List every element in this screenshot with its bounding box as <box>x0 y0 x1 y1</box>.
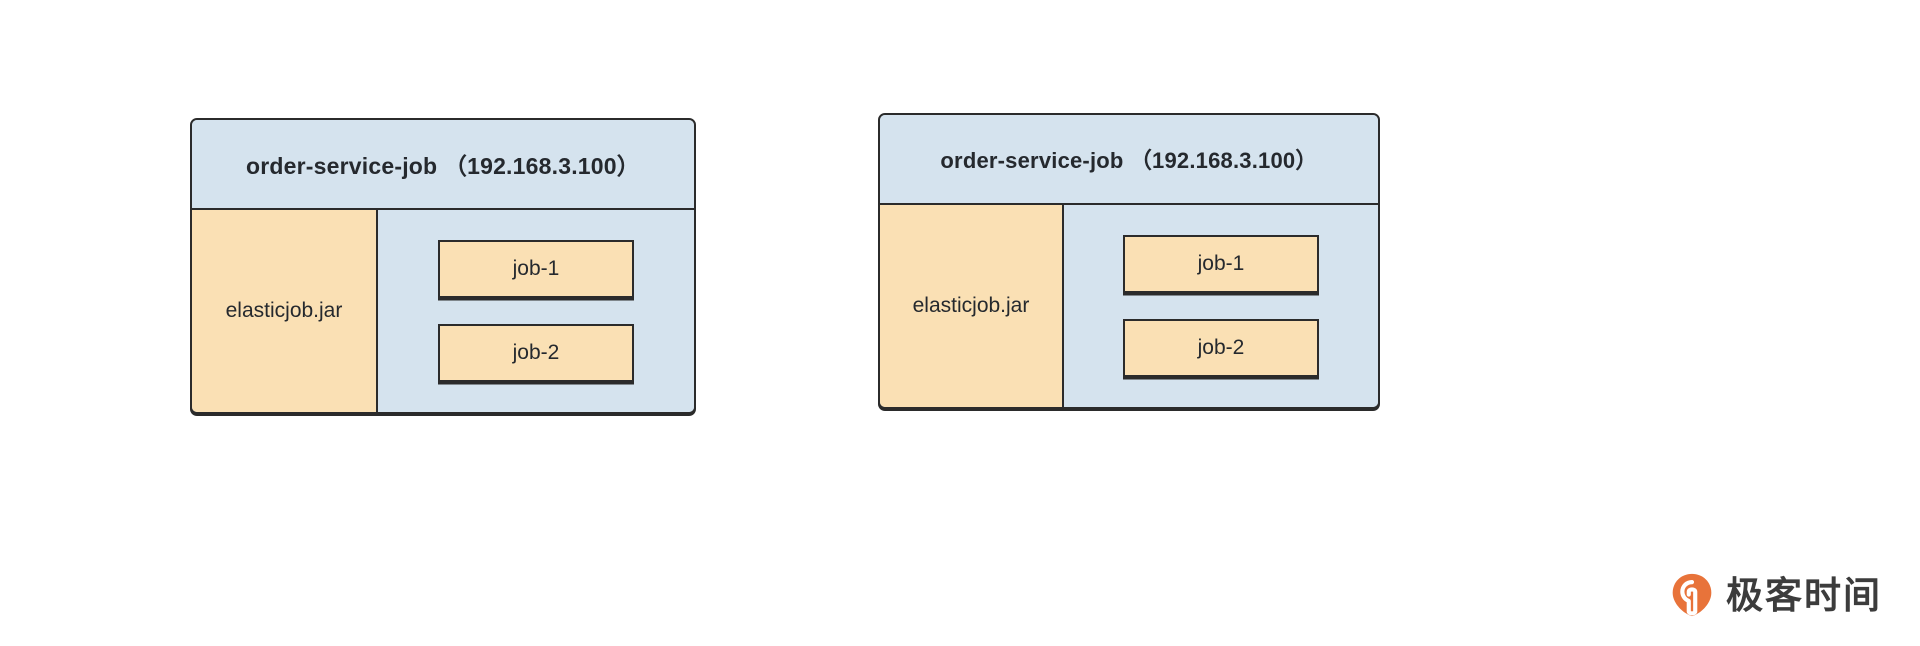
jobs-column-right: job-1 job-2 <box>1064 205 1378 407</box>
job-label-right-2: job-2 <box>1197 336 1245 359</box>
job-box-left-1: job-1 <box>438 240 634 298</box>
job-label-left-2: job-2 <box>512 341 560 364</box>
node-panel-left: order-service-job （192.168.3.100） elasti… <box>190 118 696 414</box>
job-box-left-2: job-2 <box>438 324 634 382</box>
geektime-pin-icon <box>1672 573 1712 617</box>
node-body-left: elasticjob.jar job-1 job-2 <box>192 210 694 412</box>
node-header-right: order-service-job （192.168.3.100） <box>880 115 1378 205</box>
node-title-right: order-service-job （192.168.3.100） <box>940 148 1318 173</box>
job-label-right-1: job-1 <box>1197 252 1245 275</box>
node-header-left: order-service-job （192.168.3.100） <box>192 120 694 210</box>
node-panel-right: order-service-job （192.168.3.100） elasti… <box>878 113 1380 409</box>
job-box-right-2: job-2 <box>1123 319 1319 377</box>
jar-column-left: elasticjob.jar <box>192 210 378 412</box>
jar-label-left: elasticjob.jar <box>225 299 343 322</box>
job-label-left-1: job-1 <box>512 257 560 280</box>
jar-label-right: elasticjob.jar <box>912 294 1030 317</box>
brand-name: 极客时间 <box>1726 573 1882 617</box>
jar-column-right: elasticjob.jar <box>880 205 1064 407</box>
job-box-right-1: job-1 <box>1123 235 1319 293</box>
node-title-left: order-service-job （192.168.3.100） <box>246 153 640 179</box>
node-body-right: elasticjob.jar job-1 job-2 <box>880 205 1378 407</box>
brand-logo: 极客时间 <box>1669 572 1882 618</box>
jobs-column-left: job-1 job-2 <box>378 210 694 412</box>
